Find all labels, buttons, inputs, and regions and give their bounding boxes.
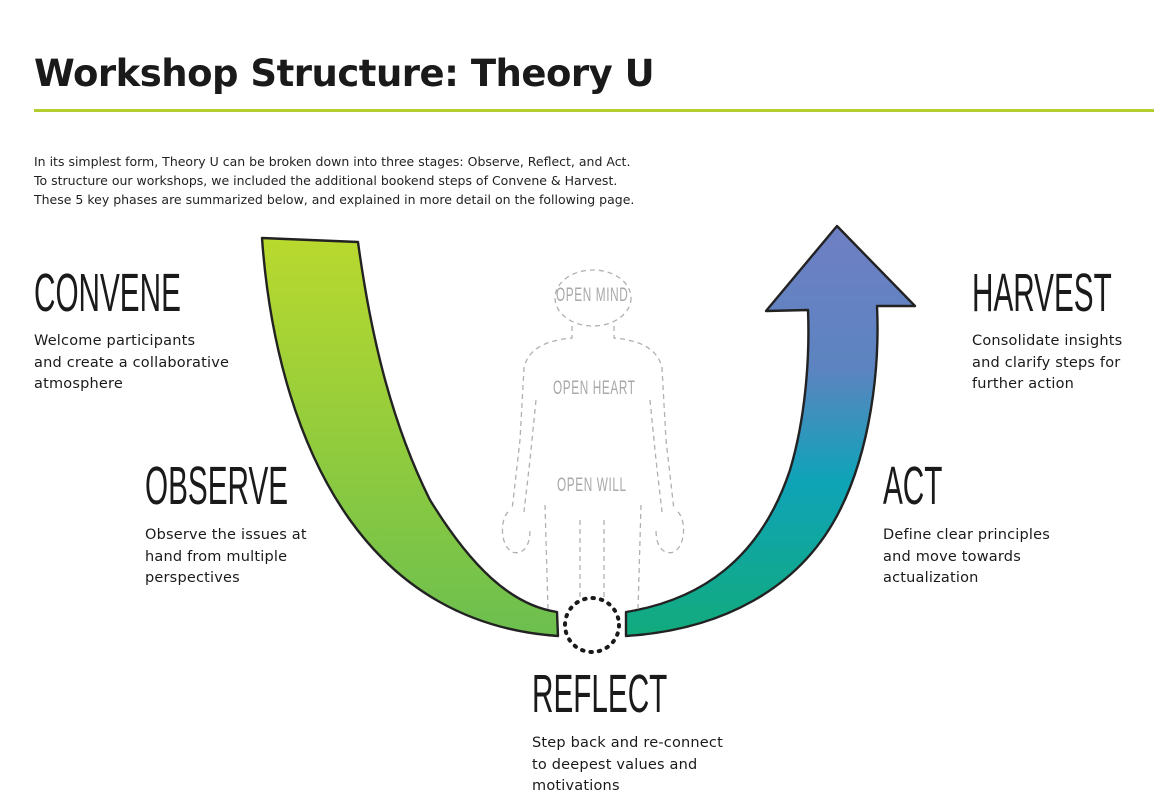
intro-line: In its simplest form, Theory U can be br… [34,154,631,169]
figure-head [554,269,632,327]
convene-line: atmosphere [34,376,123,392]
harvest-heading: HARVEST [972,263,1112,323]
act-line: actualization [883,570,979,586]
intro-line: These 5 key phases are summarized below,… [34,192,635,207]
human-figure-outline [501,269,685,611]
observe-description: Observe the issues at hand from multiple… [145,525,307,590]
reflect-line: Step back and re-connect [532,735,723,751]
open-heart-label: OPEN HEART [553,378,636,399]
figure-arms [523,399,663,513]
harvest-line: further action [972,376,1075,392]
reflect-line: to deepest values and [532,756,698,773]
reflect-heading: REFLECT [532,664,668,724]
reflect-dotted-circle [563,596,621,654]
convene-line: Welcome participants [34,333,196,349]
harvest-line: and clarify steps for [972,354,1121,371]
act-line: and move towards [883,548,1021,565]
convene-line: and create a collaborative [34,354,230,371]
act-heading: ACT [883,456,943,516]
convene-description: Welcome participants and create a collab… [34,331,229,396]
observe-line: Observe the issues at [145,527,307,543]
open-mind-label: OPEN MIND [556,285,629,306]
convene-observe-arm [260,236,560,638]
act-line: Define clear principles [883,527,1051,543]
convene-heading: CONVENE [34,263,181,323]
act-harvest-arrow [624,224,917,638]
figure-hands [501,511,685,554]
figure-legs [544,504,642,611]
harvest-description: Consolidate insights and clarify steps f… [972,331,1122,396]
title-underline [34,109,1154,112]
intro-line: To structure our workshops, we included … [34,173,618,188]
open-will-label: OPEN WILL [557,475,627,496]
reflect-line: motivations [532,778,620,794]
act-description: Define clear principles and move towards… [883,525,1050,590]
intro-paragraph: In its simplest form, Theory U can be br… [34,152,734,209]
page-title: Workshop Structure: Theory U [34,52,655,95]
reflect-description: Step back and re-connect to deepest valu… [532,733,723,798]
observe-line: hand from multiple [145,548,288,565]
observe-line: perspectives [145,570,240,586]
observe-heading: OBSERVE [145,456,289,516]
figure-torso [511,326,675,511]
harvest-line: Consolidate insights [972,333,1123,349]
